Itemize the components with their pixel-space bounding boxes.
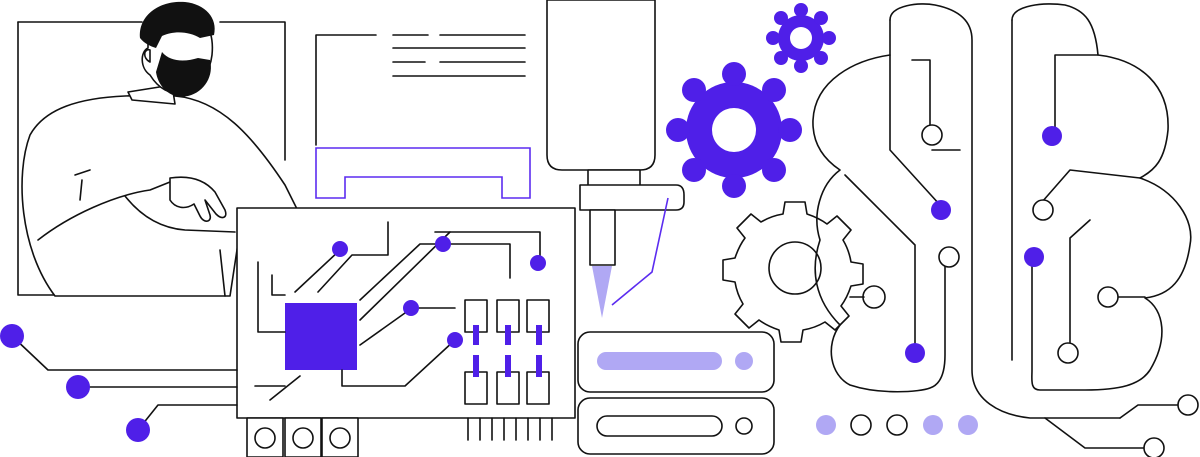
dispenser-nozzle-icon: [546, 0, 685, 318]
document-window-icon: [315, 34, 531, 199]
circuit-board-icon: [236, 207, 576, 457]
progress-dots: [816, 414, 978, 436]
gear-icon: [666, 3, 886, 343]
chip-icon: [285, 303, 357, 370]
left-circuit-traces: [0, 324, 238, 442]
brain-circuit-icon: [812, 3, 1199, 457]
person-icon: [17, 1, 301, 297]
server-rack-icon: [577, 331, 775, 455]
